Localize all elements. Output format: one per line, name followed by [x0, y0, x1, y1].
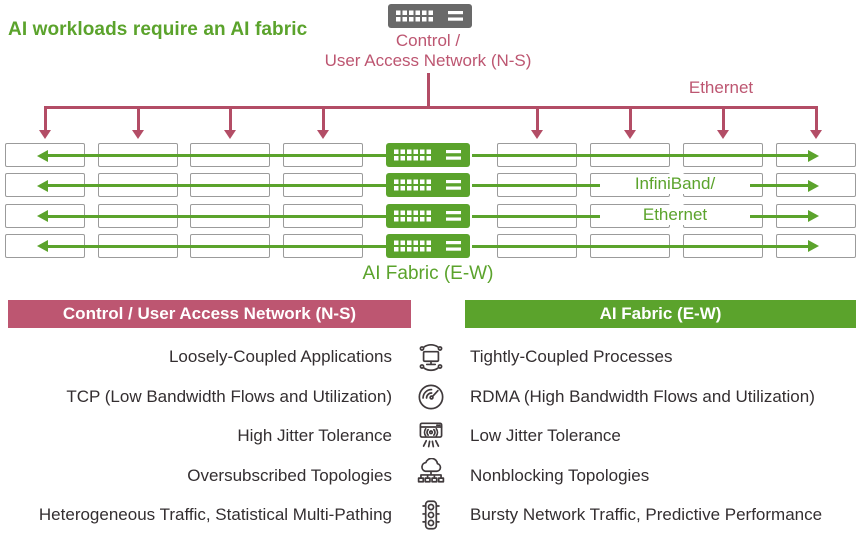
rdma-gauge-icon: [409, 379, 453, 415]
down-arrow-icon: [321, 108, 325, 130]
server-row: InfiniBand/: [0, 173, 860, 198]
tightly-coupled-icon: [409, 339, 453, 375]
comparison-row: Oversubscribed Topologies Nonblocking To…: [0, 457, 860, 495]
down-arrow-icon: [628, 108, 632, 130]
comparison-left-text: Loosely-Coupled Applications: [168, 347, 392, 366]
fabric-arrow-right-icon: [472, 244, 808, 248]
down-arrow-icon: [535, 108, 539, 130]
right-header-bar: AI Fabric (E-W): [465, 300, 856, 328]
fabric-switch-icon: [386, 173, 470, 198]
down-arrow-icon: [814, 108, 818, 130]
ethernet-ns-label: Ethernet: [688, 78, 754, 97]
fabric-arrow-right-icon: [472, 154, 808, 157]
comparison-row: Heterogeneous Traffic, Statistical Multi…: [0, 496, 860, 534]
jitter-broadcast-icon: [409, 418, 453, 454]
control-switch-icon: [388, 4, 472, 28]
fabric-arrow-left-icon: [48, 184, 386, 188]
fabric-switch-icon: [386, 233, 470, 258]
down-arrow-icon: [721, 108, 725, 130]
server-row: [0, 143, 860, 167]
fabric-switch-icon: [386, 143, 470, 167]
fabric-arrow-left-icon: [48, 214, 386, 218]
left-header-bar: Control / User Access Network (N-S): [8, 300, 411, 328]
control-network-label-line1: Control /: [395, 31, 461, 50]
down-arrow-icon: [136, 108, 140, 130]
control-network-label-line2: User Access Network (N-S): [324, 51, 532, 70]
comparison-left-text: Heterogeneous Traffic, Statistical Multi…: [38, 505, 392, 524]
server-row: [0, 233, 860, 258]
fabric-arrow-left-icon: [48, 154, 386, 157]
fabric-protocol-label: Ethernet: [600, 204, 750, 225]
comparison-left-text: Oversubscribed Topologies: [187, 465, 392, 485]
comparison-left-text: TCP (Low Bandwidth Flows and Utilization…: [66, 386, 392, 406]
fabric-arrow-left-icon: [48, 244, 386, 248]
comparison-row: High Jitter Tolerance Low Jitter Toleran…: [0, 417, 860, 455]
control-stub-line: [427, 73, 430, 108]
control-bus-line: [44, 106, 818, 109]
fabric-protocol-label: InfiniBand/: [600, 174, 750, 195]
comparison-row: TCP (Low Bandwidth Flows and Utilization…: [0, 378, 860, 416]
fabric-switch-icon: [386, 203, 470, 228]
comparison-right-text: Nonblocking Topologies: [470, 465, 650, 485]
comparison-right-text: RDMA (High Bandwidth Flows and Utilizati…: [470, 386, 815, 406]
control-network-label: Control / User Access Network (N-S): [278, 31, 578, 71]
traffic-light-icon: [409, 497, 453, 533]
comparison-right-text: Tightly-Coupled Processes: [470, 347, 673, 366]
comparison-right-text: Low Jitter Tolerance: [470, 426, 621, 445]
down-arrow-icon: [228, 108, 232, 130]
comparison-right-text: Bursty Network Traffic, Predictive Perfo…: [470, 505, 823, 524]
page-title: AI workloads require an AI fabric: [8, 19, 308, 40]
comparison-left-text: High Jitter Tolerance: [237, 426, 392, 445]
ai-fabric-label: AI Fabric (E-W): [362, 263, 494, 284]
down-arrow-icon: [43, 108, 47, 130]
comparison-row: Loosely-Coupled Applications Tightly-Cou…: [0, 338, 860, 376]
cloud-topology-icon: [409, 457, 453, 494]
server-row: Ethernet: [0, 203, 860, 228]
